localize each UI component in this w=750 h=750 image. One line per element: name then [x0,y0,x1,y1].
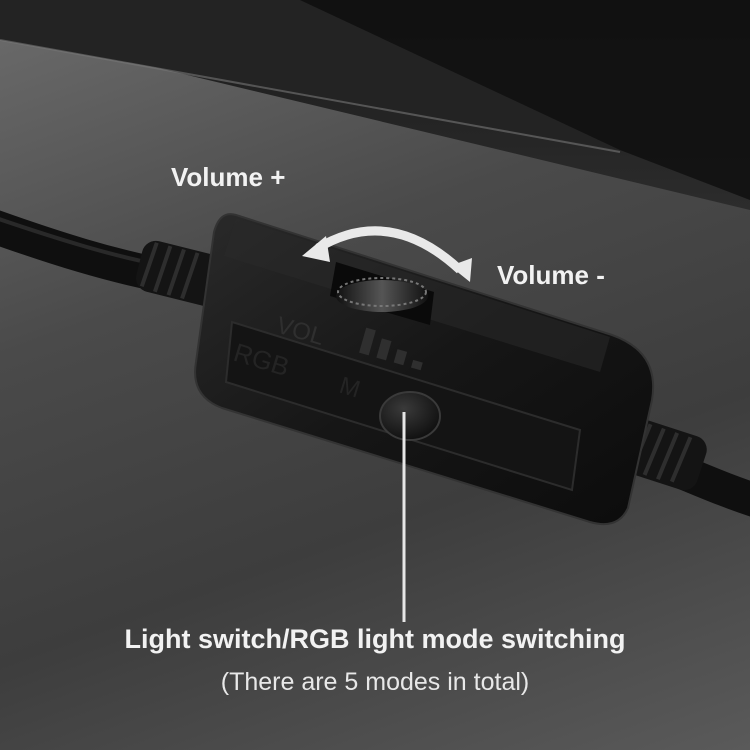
cable-left [0,210,177,292]
vol-level-bar [359,327,376,356]
volume-direction-arrow [302,226,472,282]
vol-level-bar [393,349,408,366]
caption-sub: (There are 5 modes in total) [220,668,530,696]
caption-main: Light switch/RGB light mode switching [124,624,626,654]
vol-level-bar [376,338,392,361]
mode-button [379,391,441,441]
volume-down-label: Volume - [497,260,605,290]
volume-up-label: Volume + [171,162,286,192]
background-panel [0,0,750,210]
volume-wheel [330,262,434,325]
vol-level-bar [410,359,423,371]
